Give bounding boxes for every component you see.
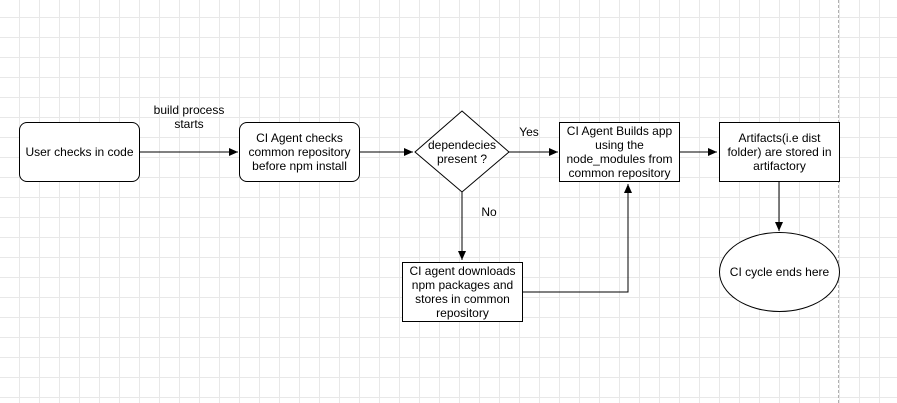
ci-download-packages-label: CI agent downloads npm packages and stor… <box>409 264 516 320</box>
yes-label: Yes <box>519 125 539 139</box>
ci-build-app-label: CI Agent Builds app using the node_modul… <box>566 124 673 180</box>
ci-download-packages-node[interactable]: CI agent downloads npm packages and stor… <box>402 262 523 322</box>
decision-label: dependecies present ? <box>427 138 497 166</box>
artifacts-stored-label: Artifacts(i.e dist folder) are stored in… <box>727 131 832 173</box>
ci-cycle-end-node[interactable]: CI cycle ends here <box>719 232 840 312</box>
build-process-starts-label: build process starts <box>153 103 225 131</box>
page-boundary-line <box>838 0 839 403</box>
ci-cycle-end-label: CI cycle ends here <box>729 265 830 279</box>
user-checks-in-label: User checks in code <box>25 145 134 159</box>
arrow-download-to-build <box>522 184 632 293</box>
ci-build-app-node[interactable]: CI Agent Builds app using the node_modul… <box>559 122 680 182</box>
no-label: No <box>481 205 497 219</box>
user-checks-in-node[interactable]: User checks in code <box>19 122 140 182</box>
artifacts-stored-node[interactable]: Artifacts(i.e dist folder) are stored in… <box>719 122 840 182</box>
ci-check-repository-label: CI Agent checks common repository before… <box>248 131 351 173</box>
ci-check-repository-node[interactable]: CI Agent checks common repository before… <box>239 122 360 182</box>
